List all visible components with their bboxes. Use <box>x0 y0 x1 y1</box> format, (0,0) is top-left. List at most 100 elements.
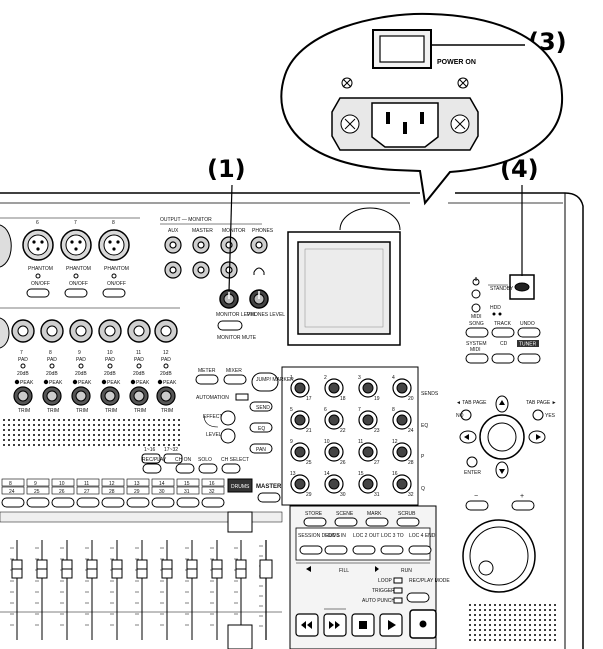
cursor-right-button[interactable] <box>528 430 546 444</box>
cursor-left-button[interactable] <box>459 430 477 444</box>
meter-button[interactable] <box>195 374 219 385</box>
send-button[interactable] <box>249 401 273 412</box>
grille-dot <box>499 609 501 611</box>
transport-row-button[interactable] <box>365 517 389 527</box>
pad-switch[interactable] <box>49 363 55 369</box>
xlr-jack[interactable] <box>60 229 92 261</box>
phantom-button[interactable] <box>102 288 126 298</box>
yes-button[interactable] <box>532 409 544 421</box>
monitor-mute-button[interactable] <box>217 320 243 331</box>
session-drums-button[interactable] <box>299 545 323 555</box>
xlr-jack[interactable] <box>22 229 54 261</box>
rewind-button[interactable] <box>295 613 319 637</box>
grille-dot <box>469 624 471 626</box>
minus-button[interactable] <box>465 500 489 511</box>
loop-button[interactable] <box>393 577 403 584</box>
grille-dot <box>28 419 30 421</box>
transport-row-button[interactable] <box>396 517 420 527</box>
pad-switch[interactable] <box>20 363 26 369</box>
transport-row-button[interactable] <box>303 517 327 527</box>
grille-dot <box>549 619 551 621</box>
trigger-button[interactable] <box>393 587 403 594</box>
pad-switch[interactable] <box>136 363 142 369</box>
loc-button[interactable] <box>324 545 348 555</box>
pan-button[interactable] <box>249 443 273 454</box>
grille-dot <box>554 634 556 636</box>
pad-switch[interactable] <box>78 363 84 369</box>
bank-1-16-button[interactable] <box>141 453 161 464</box>
pad-knob-cap <box>396 414 408 426</box>
cursor-up-button[interactable] <box>495 395 509 413</box>
grille-dot <box>3 429 5 431</box>
pad-switch[interactable] <box>163 363 169 369</box>
automation-button[interactable] <box>235 393 249 401</box>
grille-dot <box>138 419 140 421</box>
song-button[interactable] <box>465 327 489 338</box>
stop-button[interactable] <box>351 613 375 637</box>
bank-17-32-button[interactable] <box>163 453 183 464</box>
tuner-button[interactable] <box>517 353 541 364</box>
mode-button[interactable] <box>198 463 218 474</box>
mode-button[interactable] <box>175 463 195 474</box>
track-button[interactable] <box>491 327 515 338</box>
system-button[interactable] <box>465 353 489 364</box>
effect-knob[interactable] <box>220 410 236 426</box>
enter-button[interactable] <box>466 456 478 468</box>
no-button[interactable] <box>460 409 472 421</box>
phones-level-knob[interactable] <box>249 289 269 309</box>
phantom-button[interactable] <box>64 288 88 298</box>
record-button[interactable] <box>409 609 437 639</box>
transport-row-button[interactable] <box>334 517 358 527</box>
channel-select-button[interactable] <box>51 497 75 508</box>
monitor-level-knob[interactable] <box>219 289 239 309</box>
channel-select-button[interactable] <box>101 497 125 508</box>
grille-dot <box>28 424 30 426</box>
channel-select-button[interactable] <box>26 497 50 508</box>
master-select-button[interactable] <box>257 492 281 503</box>
auto-punch-label: AUTO PUNCH <box>362 598 395 604</box>
pad-switch[interactable] <box>107 363 113 369</box>
rec-play-mode-button[interactable] <box>406 592 430 603</box>
level-knob[interactable] <box>220 428 236 444</box>
grille-dot <box>78 429 80 431</box>
mode-button[interactable] <box>142 463 162 474</box>
channel-select-button[interactable] <box>176 497 200 508</box>
cursor-center[interactable] <box>487 422 517 452</box>
play-button[interactable] <box>379 613 403 637</box>
grille-dot <box>479 614 481 616</box>
loc-button[interactable] <box>380 545 404 555</box>
auto-punch-button[interactable] <box>393 597 403 604</box>
bank-top-box <box>126 478 150 487</box>
jump-button[interactable] <box>251 372 279 392</box>
channel-select-button[interactable] <box>126 497 150 508</box>
master-fader-knob[interactable] <box>259 559 273 579</box>
channel-select-button[interactable] <box>151 497 175 508</box>
channel-select-button[interactable] <box>76 497 100 508</box>
loc-button[interactable] <box>352 545 376 555</box>
mixer-button[interactable] <box>223 374 247 385</box>
cursor-down-button[interactable] <box>495 461 509 479</box>
fast-forward-button[interactable] <box>323 613 347 637</box>
cd-button[interactable] <box>491 353 515 364</box>
eq-button[interactable] <box>249 422 273 433</box>
plus-button[interactable] <box>511 500 535 511</box>
xlr-jack[interactable] <box>98 229 130 261</box>
grille-dot <box>519 634 521 636</box>
loc-button[interactable] <box>408 545 432 555</box>
channel-select-button[interactable] <box>1 497 25 508</box>
grille-dot <box>83 434 85 436</box>
phantom-button[interactable] <box>26 288 50 298</box>
mode-button[interactable] <box>221 463 241 474</box>
pad-knob-cap <box>362 414 374 426</box>
grille-dot <box>53 439 55 441</box>
undo-button[interactable] <box>517 327 541 338</box>
grille-dot <box>133 419 135 421</box>
pad-number: 8 <box>392 407 395 413</box>
bank-top-box <box>76 478 100 487</box>
grille-dot <box>524 639 526 641</box>
grille-dot <box>8 424 10 426</box>
channel-select-button[interactable] <box>201 497 225 508</box>
peak-label: PEAK <box>49 380 63 386</box>
data-dial[interactable] <box>462 519 536 593</box>
grille-dot <box>88 434 90 436</box>
